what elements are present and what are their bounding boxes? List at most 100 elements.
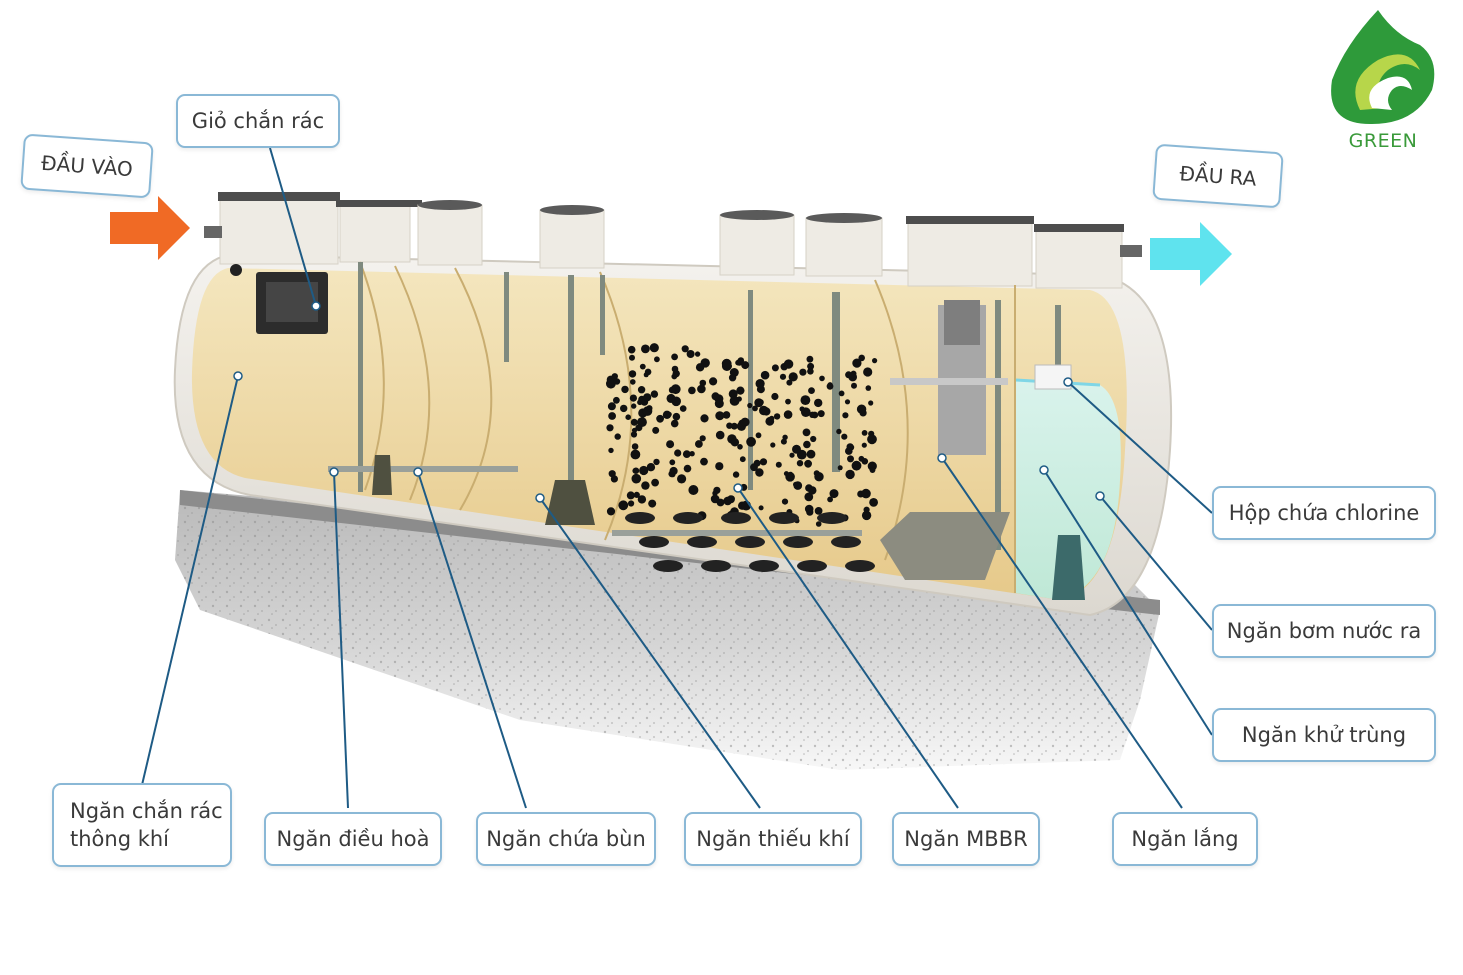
mbbr-media-piece: [802, 428, 811, 437]
mbbr-media-piece: [852, 358, 862, 368]
mbbr-media-piece: [815, 521, 822, 527]
mbbr-media-piece: [771, 364, 779, 372]
mbbr-media-piece: [752, 405, 758, 412]
mbbr-media-piece: [632, 467, 640, 474]
mbbr-media-piece: [755, 432, 762, 439]
mbbr-media-piece: [741, 361, 750, 370]
label-ngan-thieu-khi: Ngăn thiếu khí: [684, 812, 862, 866]
mbbr-media-piece: [631, 473, 642, 484]
mbbr-media-piece: [686, 350, 695, 358]
mbbr-media-piece: [758, 505, 764, 511]
mbbr-media-piece: [681, 345, 689, 353]
mbbr-media-piece: [775, 461, 782, 468]
mbbr-media-piece: [858, 455, 865, 462]
mbbr-media-piece: [688, 485, 699, 495]
mbbr-media-piece: [770, 442, 776, 448]
mbbr-media-piece: [722, 411, 731, 419]
mbbr-media-piece: [806, 449, 816, 459]
mbbr-media-piece: [630, 431, 638, 438]
mbbr-media-piece: [631, 403, 637, 409]
mbbr-media-piece: [637, 386, 646, 394]
mbbr-media-piece: [759, 458, 768, 466]
mbbr-media-piece: [780, 438, 787, 445]
mbbr-media-piece: [625, 414, 631, 421]
mbbr-media-piece: [867, 434, 877, 445]
mbbr-media-piece: [631, 443, 639, 450]
mbbr-media-piece: [726, 422, 733, 429]
mbbr-media-piece: [672, 369, 680, 378]
label-ngan-khu-trung: Ngăn khử trùng: [1212, 708, 1436, 762]
mbbr-media-piece: [695, 363, 705, 372]
label-ngan-chua-bun: Ngăn chứa bùn: [476, 812, 656, 866]
mbbr-media-piece: [608, 412, 616, 420]
green-leaf-logo-icon: [1331, 10, 1435, 125]
tank-partitions: [359, 261, 1016, 593]
label-ngan-dieu-hoa: Ngăn điều hoà: [264, 812, 442, 866]
mbbr-media-piece: [637, 495, 647, 504]
mbbr-media-piece: [814, 472, 824, 482]
tank-risers: [204, 192, 1142, 289]
mbbr-media-piece: [771, 392, 779, 401]
mbbr-media-piece: [689, 451, 695, 457]
mbbr-media-piece: [863, 506, 870, 513]
mbbr-media-piece: [737, 444, 743, 450]
mbbr-media-piece: [788, 372, 798, 382]
mbbr-media-piece: [653, 458, 660, 466]
mbbr-media-piece: [668, 386, 676, 394]
mbbr-media-piece: [739, 456, 746, 463]
mbbr-media-piece: [630, 418, 638, 426]
mbbr-media-piece: [709, 377, 718, 386]
mbbr-media-piece: [817, 410, 825, 418]
aeration-disc: [769, 512, 799, 524]
mbbr-media-piece: [869, 498, 878, 507]
mbbr-media-piece: [714, 399, 724, 409]
mbbr-media-piece: [656, 414, 664, 423]
label-ngan-bom-nuoc-ra: Ngăn bơm nước ra: [1212, 604, 1436, 658]
mbbr-media-piece: [845, 447, 853, 455]
mbbr-media-piece: [845, 469, 855, 480]
mbbr-media-piece: [715, 430, 725, 440]
mbbr-media-piece: [606, 424, 614, 432]
aeration-disc: [625, 512, 655, 524]
mbbr-media-piece: [683, 464, 692, 473]
mbbr-media-piece: [635, 424, 643, 432]
mbbr-media-piece: [740, 417, 750, 427]
mbbr-media-piece: [621, 385, 629, 394]
mbbr-media-piece: [641, 481, 650, 490]
mbbr-media-piece: [814, 398, 823, 408]
mbbr-media-piece: [651, 478, 659, 487]
aeration-disc: [673, 512, 703, 524]
mbbr-media-piece: [773, 413, 781, 420]
mbbr-media-piece: [677, 474, 687, 484]
mbbr-media-piece: [614, 433, 621, 440]
mbbr-media-piece: [783, 359, 794, 369]
mbbr-media-piece: [628, 370, 637, 378]
mbbr-media-piece: [872, 358, 878, 364]
mbbr-media: [606, 343, 878, 527]
aeration-disc: [783, 536, 813, 548]
mbbr-media-piece: [654, 356, 660, 363]
label-ngan-mbbr: Ngăn MBBR: [892, 812, 1040, 866]
mbbr-media-piece: [606, 378, 616, 389]
mbbr-media-piece: [810, 435, 817, 443]
mbbr-media-piece: [629, 394, 638, 402]
mbbr-media-piece: [711, 392, 720, 401]
mbbr-media-piece: [648, 499, 657, 508]
mbbr-media-piece: [643, 393, 652, 402]
mbbr-media-piece: [861, 430, 868, 436]
aeration-disc: [721, 512, 751, 524]
mbbr-media-piece: [644, 368, 652, 376]
mbbr-media-piece: [649, 343, 659, 353]
mbbr-media-piece: [695, 440, 703, 448]
mbbr-media-piece: [836, 428, 842, 435]
mbbr-media-piece: [799, 406, 805, 412]
mbbr-media-piece: [715, 462, 724, 471]
mbbr-media-piece: [779, 373, 787, 380]
mbbr-media-piece: [633, 491, 640, 498]
mbbr-media-piece: [861, 442, 867, 448]
mbbr-media-piece: [804, 459, 812, 468]
mbbr-media-piece: [863, 367, 873, 377]
mbbr-media-piece: [844, 399, 851, 405]
mbbr-media-piece: [785, 398, 791, 405]
mbbr-media-piece: [629, 354, 635, 361]
